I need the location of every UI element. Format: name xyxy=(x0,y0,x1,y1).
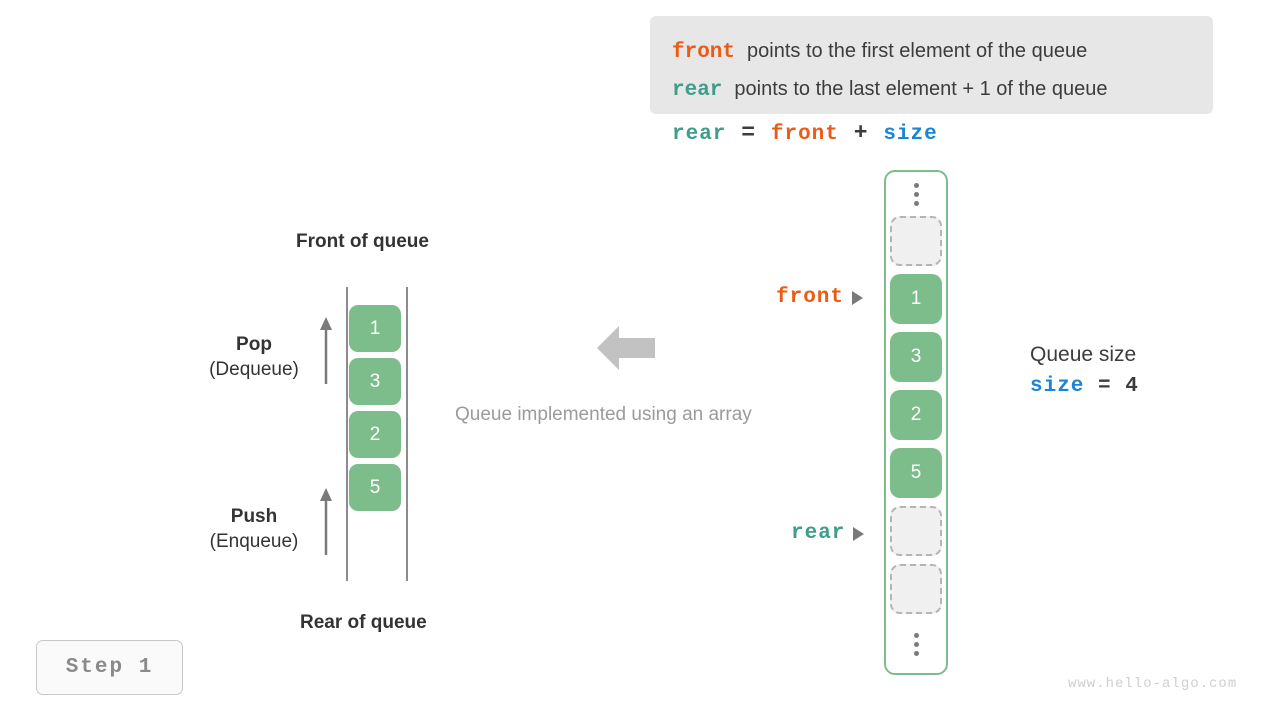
rear-pointer: rear xyxy=(791,522,865,545)
formula-lhs: rear xyxy=(672,123,727,146)
push-operation-label: Push (Enqueue) xyxy=(196,506,312,553)
queue-cell: 1 xyxy=(349,305,401,352)
front-of-queue-label: Front of queue xyxy=(296,231,429,252)
ellipsis-dots-top xyxy=(913,172,919,216)
center-caption: Queue implemented using an array xyxy=(455,404,752,425)
push-arrow-up-icon xyxy=(320,488,332,555)
queue-cell: 3 xyxy=(349,358,401,405)
array-cell-empty xyxy=(890,506,942,556)
pointer-triangle-icon xyxy=(853,526,865,541)
left-queue-cells: 1 3 2 5 xyxy=(349,305,401,517)
rear-keyword: rear xyxy=(672,79,723,102)
push-title: Push xyxy=(230,506,278,527)
pop-arrow-up-icon xyxy=(320,317,332,384)
queue-size-note: Queue size size = 4 xyxy=(1030,343,1139,398)
formula-plus: + xyxy=(853,120,869,146)
formula-rear-equals-front-plus-size: rear = front + size xyxy=(672,120,938,146)
front-pointer-label: front xyxy=(776,286,845,309)
formula-term-size: size xyxy=(883,123,938,146)
rear-description: points to the last element + 1 of the qu… xyxy=(734,78,1108,100)
info-box: front points to the first element of the … xyxy=(650,16,1213,114)
queue-cell: 5 xyxy=(349,464,401,511)
queue-size-title: Queue size xyxy=(1030,343,1137,366)
arrow-left-icon xyxy=(597,326,655,370)
step-badge: Step 1 xyxy=(36,640,183,695)
front-keyword: front xyxy=(672,41,736,64)
array-cell-empty xyxy=(890,216,942,266)
ellipsis-dots-bottom xyxy=(913,622,919,666)
size-variable: size xyxy=(1030,375,1085,398)
queue-rail-right xyxy=(406,287,408,581)
pop-operation-label: Pop (Dequeue) xyxy=(196,334,312,381)
queue-size-expression: size = 4 xyxy=(1030,375,1139,398)
watermark: www.hello-algo.com xyxy=(1068,676,1238,692)
array-container: 1 3 2 5 xyxy=(884,170,948,675)
pop-title: Pop xyxy=(236,334,272,355)
push-subtitle: (Enqueue) xyxy=(209,531,299,552)
formula-term-front: front xyxy=(770,123,839,146)
pointer-triangle-icon xyxy=(852,290,864,305)
front-pointer: front xyxy=(776,286,864,309)
queue-rail-left xyxy=(346,287,348,581)
size-equals: = xyxy=(1098,375,1112,398)
front-description: points to the first element of the queue xyxy=(747,40,1088,62)
rear-pointer-label: rear xyxy=(791,522,846,545)
rear-of-queue-label: Rear of queue xyxy=(300,612,427,633)
pop-subtitle: (Dequeue) xyxy=(209,359,299,380)
array-cell-filled: 1 xyxy=(890,274,942,324)
array-cell-empty xyxy=(890,564,942,614)
size-value: 4 xyxy=(1125,375,1139,398)
queue-cell: 2 xyxy=(349,411,401,458)
array-cell-filled: 3 xyxy=(890,332,942,382)
info-line-rear: rear points to the last element + 1 of th… xyxy=(672,70,1193,108)
formula-equals: = xyxy=(741,120,757,146)
info-line-front: front points to the first element of the … xyxy=(672,32,1193,70)
array-cell-filled: 2 xyxy=(890,390,942,440)
array-cell-filled: 5 xyxy=(890,448,942,498)
